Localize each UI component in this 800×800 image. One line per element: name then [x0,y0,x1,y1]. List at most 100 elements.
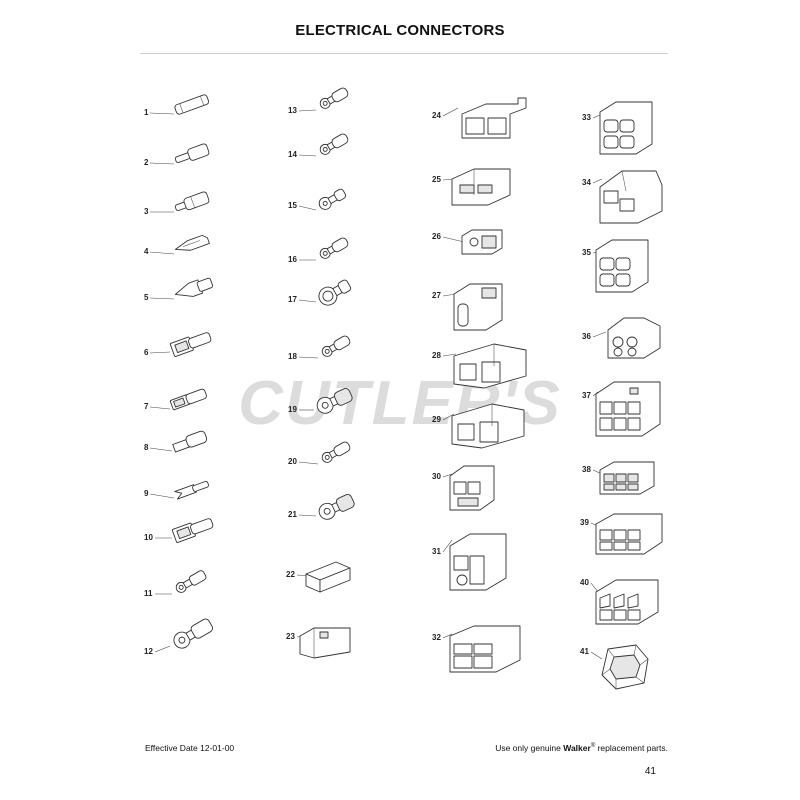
callout-number: 31 [432,547,441,556]
callout-number: 22 [286,570,295,579]
callout-number: 17 [288,295,297,304]
connector-drawing [449,533,507,591]
connector-drawing [299,627,351,659]
callout-number: 41 [580,647,589,656]
connector-drawing [599,101,653,155]
callout-number: 10 [144,533,153,542]
connector-drawing [449,465,495,511]
connector-drawing [173,618,213,649]
connector-drawing [169,388,207,411]
connector-drawing [453,283,503,331]
callout-number: 33 [582,113,591,122]
connector-drawing [174,191,210,212]
callout-number: 30 [432,472,441,481]
callout-number: 16 [288,255,297,264]
callout-number: 32 [432,633,441,642]
callout-number: 11 [144,589,153,598]
callout-number: 35 [582,248,591,257]
callout-number: 15 [288,201,297,210]
callout-number: 36 [582,332,591,341]
connector-drawing [453,343,527,389]
footer-note-post: replacement parts. [595,743,668,753]
callout-number: 7 [144,402,149,411]
connector-drawing [321,335,351,357]
connector-drawing [174,143,210,164]
callout-number: 2 [144,158,149,167]
connector-drawing [319,87,349,109]
callout-number: 9 [144,489,149,498]
callout-number: 21 [288,510,297,519]
brand-name: Walker [563,743,591,753]
connector-drawing [172,430,208,453]
connector-drawing [318,188,347,210]
connector-drawing [595,381,661,437]
callout-number: 3 [144,207,149,216]
callout-number: 19 [288,405,297,414]
callout-number: 12 [144,647,153,656]
callout-number: 18 [288,352,297,361]
connector-drawing [171,518,214,543]
connector-drawing [174,480,209,500]
connector-drawing [595,239,649,293]
connector-drawing [174,94,210,115]
callout-number: 25 [432,175,441,184]
connector-drawing [318,279,352,306]
connector-drawing [451,168,511,206]
callout-number: 23 [286,632,295,641]
callout-number: 5 [144,293,149,302]
callout-number: 38 [582,465,591,474]
callout-number: 27 [432,291,441,300]
page-number: 41 [644,766,656,777]
callout-number: 1 [144,108,149,117]
connector-drawing [319,237,349,259]
footer-note: Use only genuine Walker® replacement par… [480,743,668,753]
title-divider [140,53,668,54]
connector-drawing [451,403,525,449]
callout-number: 4 [144,247,149,256]
connector-drawing [461,97,527,139]
connector-drawing [607,317,661,359]
callout-number: 39 [580,518,589,527]
connector-drawing [595,579,659,625]
connector-drawing [599,170,663,224]
connector-drawing [175,570,207,593]
callout-number: 40 [580,578,589,587]
connector-drawing [169,332,212,357]
connector-drawing [305,561,351,593]
connector-drawing [319,133,349,155]
callout-number: 24 [432,111,441,120]
connector-drawing [174,234,210,251]
callout-number: 28 [432,351,441,360]
page-title: ELECTRICAL CONNECTORS [295,22,505,39]
connector-drawing [316,387,353,414]
effective-date: Effective Date 12-01-00 [145,743,235,753]
callout-number: 37 [582,391,591,400]
callout-number: 14 [288,150,297,159]
callout-number: 26 [432,232,441,241]
connector-drawing [321,441,351,463]
